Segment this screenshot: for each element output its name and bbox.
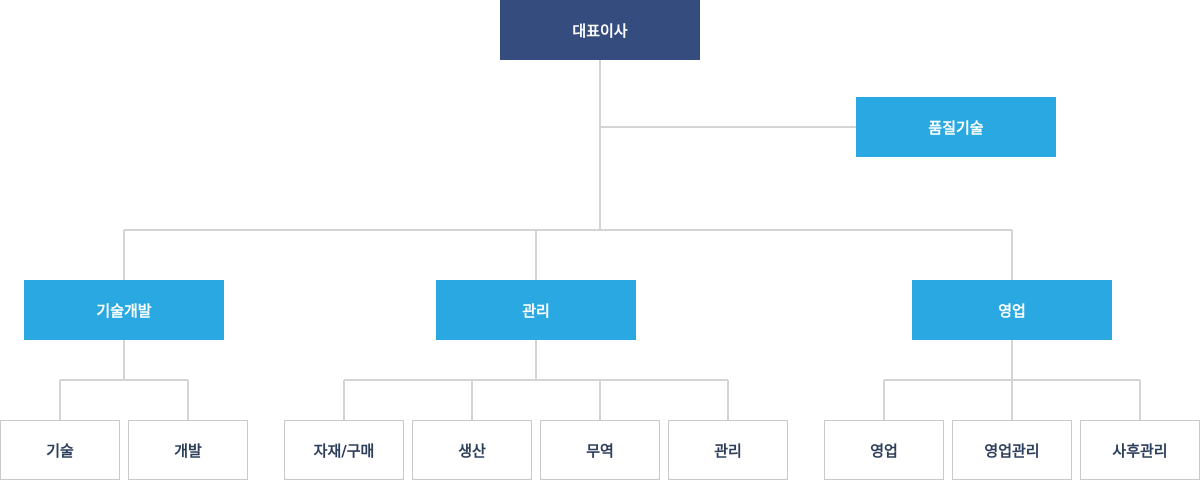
department-label: 영업 <box>998 301 1026 320</box>
team-label: 영업관리 <box>984 441 1040 460</box>
department-tech-dev-box: 기술개발 <box>24 280 224 340</box>
team-label: 자재/구매 <box>313 441 375 460</box>
ceo-box: 대표이사 <box>500 0 700 60</box>
team-box: 영업 <box>824 420 944 480</box>
team-label: 관리 <box>714 441 742 460</box>
team-label: 무역 <box>586 441 614 460</box>
quality-tech-label: 품질기술 <box>928 118 984 137</box>
team-label: 사후관리 <box>1112 441 1168 460</box>
department-label: 기술개발 <box>96 301 152 320</box>
team-box: 기술 <box>0 420 120 480</box>
team-box: 사후관리 <box>1080 420 1200 480</box>
quality-tech-box: 품질기술 <box>856 97 1056 157</box>
team-box: 생산 <box>412 420 532 480</box>
ceo-label: 대표이사 <box>572 21 628 40</box>
team-box: 영업관리 <box>952 420 1072 480</box>
team-label: 생산 <box>458 441 486 460</box>
team-box: 개발 <box>128 420 248 480</box>
team-box: 무역 <box>540 420 660 480</box>
department-sales-box: 영업 <box>912 280 1112 340</box>
department-label: 관리 <box>522 301 550 320</box>
team-label: 기술 <box>46 441 74 460</box>
department-management-box: 관리 <box>436 280 636 340</box>
team-box: 관리 <box>668 420 788 480</box>
team-label: 개발 <box>174 441 202 460</box>
team-label: 영업 <box>870 441 898 460</box>
team-box: 자재/구매 <box>284 420 404 480</box>
